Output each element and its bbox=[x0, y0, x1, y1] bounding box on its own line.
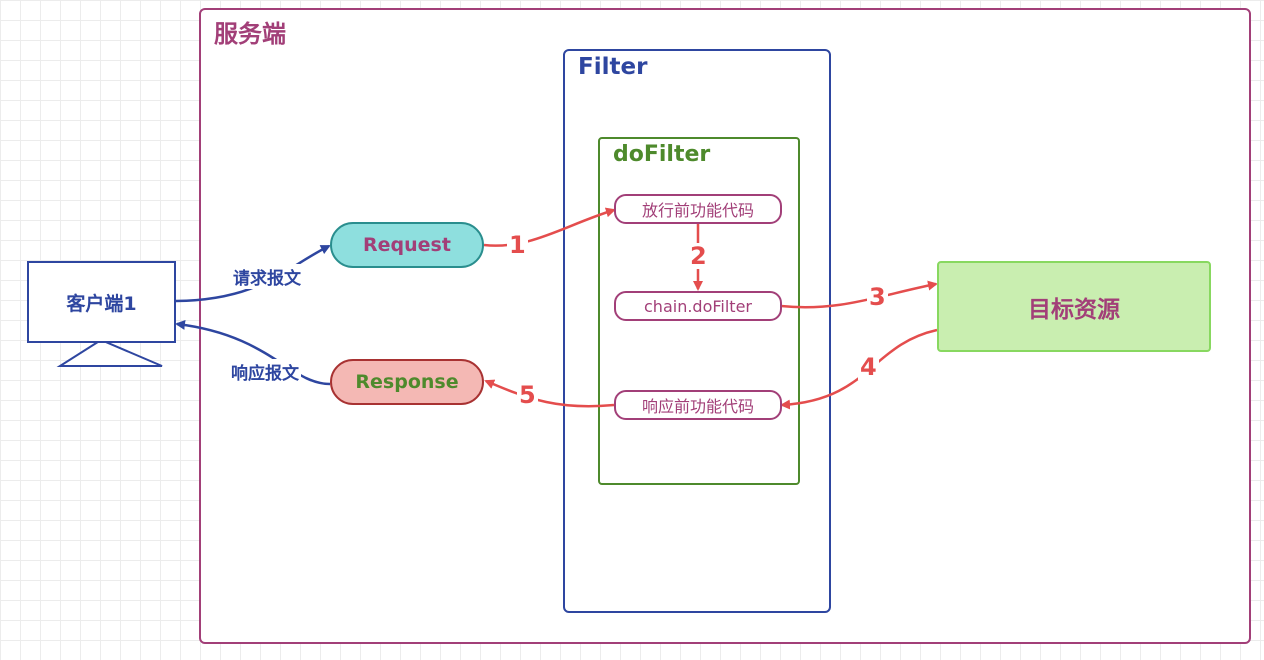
dofilter-title: doFilter bbox=[613, 142, 711, 167]
post-function-code: 响应前功能代码 bbox=[614, 390, 782, 420]
response-message-arrow bbox=[175, 319, 331, 386]
client-monitor: 客户端1 bbox=[27, 261, 176, 343]
response-node: Response bbox=[330, 359, 484, 405]
client-label: 客户端1 bbox=[66, 292, 137, 315]
step-1-arrow bbox=[483, 207, 616, 247]
request-message-label: 请求报文 bbox=[231, 264, 303, 289]
request-node: Request bbox=[330, 222, 484, 268]
filter-title: Filter bbox=[578, 54, 648, 80]
chain-dofilter-call: chain.doFilter bbox=[614, 291, 782, 321]
step-number-4: 4 bbox=[858, 353, 879, 381]
target-resource: 目标资源 bbox=[937, 261, 1211, 352]
monitor-stand-icon bbox=[56, 338, 163, 367]
response-message-label: 响应报文 bbox=[229, 359, 301, 384]
step-5-arrow bbox=[484, 379, 615, 408]
step-3-arrow bbox=[780, 280, 938, 309]
step-number-2: 2 bbox=[688, 242, 709, 270]
step-number-1: 1 bbox=[507, 231, 528, 259]
pre-function-code: 放行前功能代码 bbox=[614, 194, 782, 224]
step-number-3: 3 bbox=[867, 283, 888, 311]
server-title: 服务端 bbox=[214, 20, 286, 48]
step-number-5: 5 bbox=[517, 381, 538, 409]
